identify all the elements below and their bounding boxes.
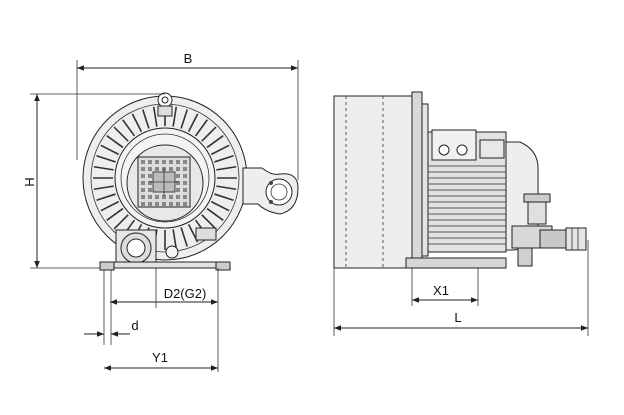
side-view: [333, 91, 587, 269]
dim-h-label: H: [22, 177, 37, 186]
base-plate: [405, 257, 507, 269]
mounting-feet: [99, 261, 232, 271]
lifting-eye: [157, 92, 173, 117]
front-view: [82, 92, 299, 271]
terminal-box: [431, 129, 477, 161]
dim-b-label: B: [184, 51, 193, 66]
dim-x1-label: X1: [433, 283, 449, 298]
dim-d2-label: D2(G2): [164, 286, 207, 301]
dim-d-label: d: [131, 318, 138, 333]
dim-l-label: L: [454, 310, 461, 325]
outlet-connector: [511, 193, 587, 267]
side-flange: [242, 167, 299, 215]
side-housing: [333, 95, 413, 269]
bottom-port: [115, 227, 217, 267]
dim-y1-label: Y1: [152, 350, 168, 365]
